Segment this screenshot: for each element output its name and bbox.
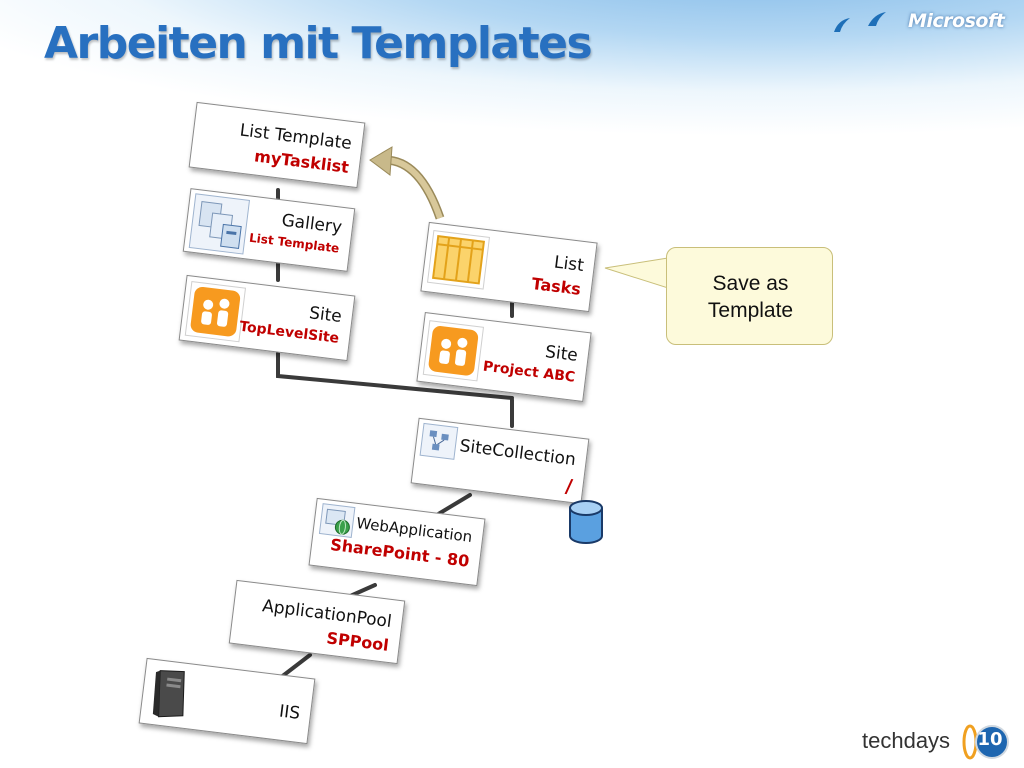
list-value: Tasks [530, 273, 582, 299]
list-table-icon [426, 230, 491, 290]
techdays-badge-icon [962, 724, 1009, 760]
site-collection-value: / [564, 475, 574, 498]
site-collection-label: SiteCollection [458, 436, 577, 471]
application-pool-label: ApplicationPool [261, 596, 393, 633]
techdays-logo-number: 10 [977, 729, 1003, 750]
callout-line-2: Template [707, 299, 794, 322]
site-project-label: Site [544, 342, 579, 366]
techdays-logo-text: techdays [862, 728, 951, 753]
slide-title: Arbeiten mit Templates [44, 18, 593, 69]
site-toplevel-label: Site [308, 303, 343, 328]
microsoft-logo: Microsoft [908, 10, 1005, 32]
site-people-icon [184, 281, 247, 343]
web-application-icon [318, 503, 356, 538]
application-pool-value: SPPool [325, 628, 390, 655]
site-people-icon [422, 320, 485, 382]
microsoft-birds-icon [834, 12, 886, 32]
gallery-label: Gallery [280, 210, 344, 238]
iis-card: IIS [138, 657, 316, 745]
gallery-card: Gallery List Template [182, 188, 356, 272]
site-collection-icon [419, 422, 459, 460]
gallery-icon [188, 193, 251, 255]
database-icon [569, 500, 603, 544]
site-project-card: Site Project ABC [416, 312, 592, 402]
server-icon [152, 670, 185, 718]
callout-text: Save as Template [667, 270, 834, 324]
site-collection-card: SiteCollection / [410, 417, 590, 505]
site-toplevel-card: Site TopLevelSite [178, 274, 356, 362]
list-label: List [552, 252, 585, 277]
callout-line-1: Save as [712, 272, 789, 295]
list-tasks-card: List Tasks [420, 221, 598, 313]
save-as-template-callout: Save as Template [666, 247, 833, 345]
techdays-logo: techdays 10 [862, 722, 1018, 762]
web-application-card: WebApplication SharePoint - 80 [308, 497, 486, 587]
iis-label: IIS [278, 701, 302, 724]
